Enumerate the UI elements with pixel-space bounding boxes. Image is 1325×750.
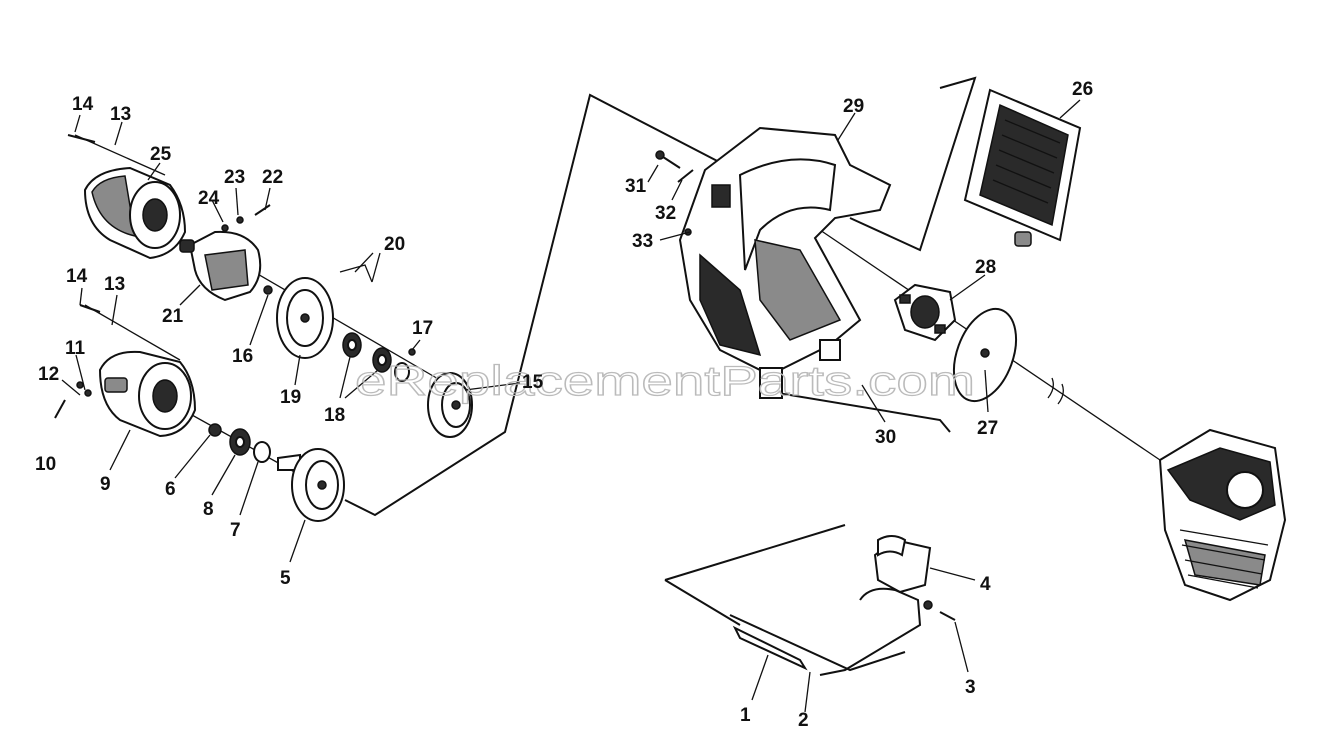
- callout-14b: 14: [66, 266, 88, 287]
- callout-25: 25: [150, 144, 172, 165]
- callout-5: 5: [280, 568, 291, 589]
- callout-31: 31: [625, 176, 647, 197]
- washer-27: [952, 307, 1018, 403]
- callout-20: 20: [384, 234, 405, 255]
- air-filter-cover-26: [963, 88, 1082, 247]
- callout-32: 32: [655, 203, 676, 224]
- lower-bearings: [208, 423, 271, 463]
- callout-27: 27: [977, 418, 998, 439]
- callout-7: 7: [230, 520, 241, 541]
- coupling-28: [893, 283, 957, 342]
- callout-12: 12: [38, 364, 59, 385]
- callout-16: 16: [232, 346, 253, 367]
- callout-23: 23: [224, 167, 245, 188]
- ignition-module: [819, 535, 956, 676]
- callout-14a: 14: [72, 94, 94, 115]
- clutch-housing-lower-9: [98, 350, 197, 438]
- callout-labels: 1 2 3 4 5 6 7 8 9 10 11 12 13 13 14 14 1…: [35, 79, 1093, 731]
- clutch-assembly-21: [179, 230, 262, 302]
- callout-6: 6: [165, 479, 176, 500]
- callout-19: 19: [280, 387, 301, 408]
- engine-block: [1158, 428, 1287, 602]
- clutch-plate-19: [276, 277, 334, 359]
- callout-4: 4: [980, 574, 991, 595]
- watermark: eReplacementParts.com: [355, 357, 975, 404]
- leader-lines: [61, 99, 1081, 713]
- callout-10: 10: [35, 454, 56, 475]
- callout-13b: 13: [104, 274, 125, 295]
- callout-3: 3: [965, 677, 976, 698]
- bearings-18: [342, 332, 410, 382]
- callout-24: 24: [198, 188, 220, 209]
- callout-2: 2: [798, 710, 809, 731]
- callout-8: 8: [203, 499, 214, 520]
- callout-28: 28: [975, 257, 996, 278]
- throttle-rod: [729, 614, 906, 672]
- callout-29: 29: [843, 96, 864, 117]
- callout-17: 17: [412, 318, 433, 339]
- clutch-housing-upper: [83, 166, 187, 260]
- callout-11: 11: [65, 338, 86, 359]
- callout-15: 15: [522, 372, 544, 393]
- fasteners: [54, 134, 416, 419]
- callout-22: 22: [262, 167, 283, 188]
- callout-33: 33: [632, 231, 653, 252]
- engine-shroud-29: [678, 126, 892, 399]
- callout-26: 26: [1072, 79, 1093, 100]
- callout-9: 9: [100, 474, 111, 495]
- clutch-drum-5: [277, 448, 345, 522]
- callout-13a: 13: [110, 104, 131, 125]
- clutch-drum-15: [427, 372, 473, 438]
- callout-30: 30: [875, 427, 896, 448]
- callout-18: 18: [324, 405, 345, 426]
- callout-1: 1: [740, 705, 751, 726]
- callout-21: 21: [162, 306, 184, 327]
